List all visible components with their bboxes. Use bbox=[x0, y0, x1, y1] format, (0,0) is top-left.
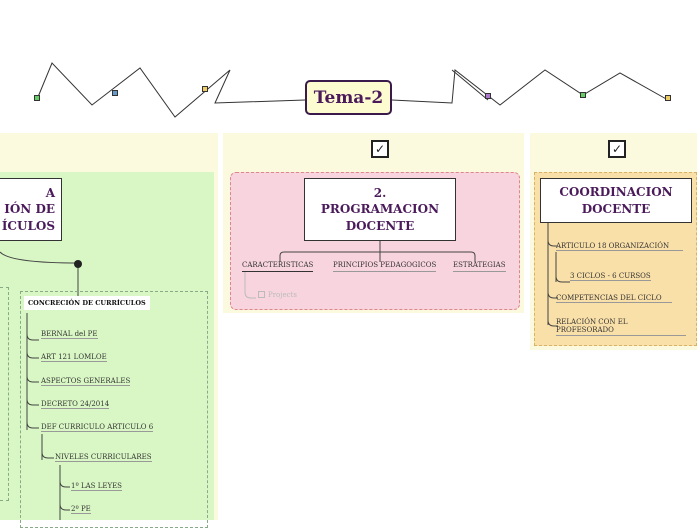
list-item[interactable]: RELACIÓN CON EL PROFESORADO bbox=[556, 318, 686, 336]
child-topic[interactable]: ESTRATEGIAS bbox=[453, 261, 506, 272]
list-item[interactable]: ASPECTOS GENERALES bbox=[41, 377, 131, 386]
left-panel-title[interactable]: A IÓN DE ÍCULOS bbox=[0, 178, 62, 241]
list-item[interactable]: 2º PE bbox=[71, 505, 91, 514]
checkbox-icon[interactable]: ✓ bbox=[371, 140, 389, 158]
projects-checkbox-icon[interactable] bbox=[258, 291, 265, 298]
title-line: ÍCULOS bbox=[1, 218, 55, 233]
topic-marker-icon[interactable] bbox=[34, 95, 40, 101]
list-item-text: ART 121 LOMLOE bbox=[41, 353, 107, 361]
list-item[interactable]: 1º LAS LEYES bbox=[71, 482, 122, 491]
list-item[interactable]: DEF CURRICULO ARTICULO 6 bbox=[41, 423, 154, 432]
child-topic[interactable]: PRINCIPIOS PEDAGOGICOS bbox=[333, 261, 437, 272]
list-item[interactable]: ART 121 LOMLOE bbox=[41, 353, 107, 362]
left-subgroup-frame bbox=[0, 287, 9, 501]
list-item[interactable]: ARTICULO 18 ORGANIZACIÓN bbox=[556, 242, 684, 251]
concrecion-header[interactable]: CONCRECIÓN DE CURRÍCULOS bbox=[24, 296, 150, 310]
central-topic[interactable]: Tema-2 bbox=[305, 80, 392, 115]
middle-panel-title[interactable]: 2. PROGRAMACION DOCENTE bbox=[304, 178, 456, 241]
topic-marker-icon[interactable] bbox=[112, 90, 118, 96]
topic-marker-icon[interactable] bbox=[580, 92, 586, 98]
list-item[interactable]: DECRETO 24/2014 bbox=[41, 400, 110, 409]
list-item[interactable]: COMPETENCIAS DEL CICLO bbox=[556, 294, 672, 303]
title-line: IÓN DE bbox=[4, 202, 55, 217]
projects-label[interactable]: Projects bbox=[268, 291, 297, 299]
topic-marker-icon[interactable] bbox=[202, 86, 208, 92]
title-line: A bbox=[45, 186, 55, 201]
child-topic[interactable]: CARACTERISTICAS bbox=[242, 261, 314, 272]
checkbox-icon[interactable]: ✓ bbox=[608, 140, 626, 158]
right-panel-title[interactable]: COORDINACION DOCENTE bbox=[540, 178, 692, 223]
list-item[interactable]: NIVELES CURRICULARES bbox=[55, 453, 152, 462]
list-item[interactable]: BERNAL del PE bbox=[41, 330, 98, 339]
topic-marker-icon[interactable] bbox=[665, 95, 671, 101]
list-item[interactable]: 3 CICLOS - 6 CURSOS bbox=[570, 272, 651, 281]
topic-marker-icon[interactable] bbox=[485, 93, 491, 99]
